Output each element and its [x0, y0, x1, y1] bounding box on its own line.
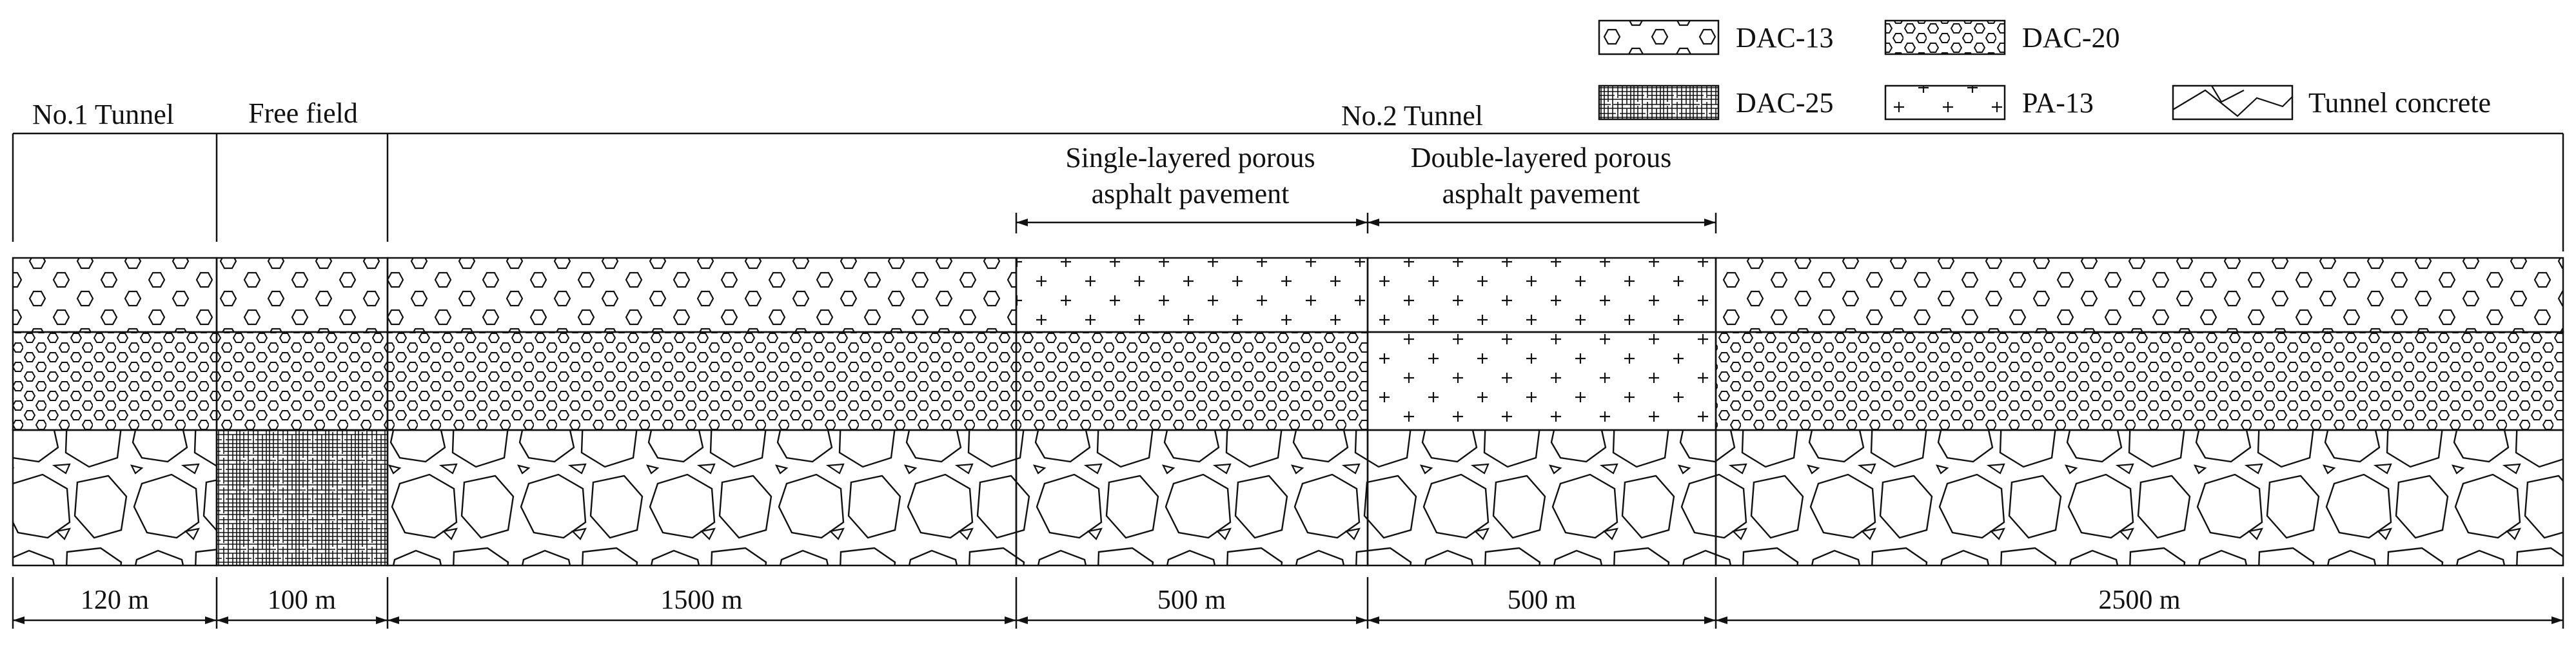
legend-label-pa13: PA-13: [2022, 87, 2094, 119]
layer-bottom-free-field: [215, 429, 389, 567]
header-free-field: Free field: [248, 97, 358, 129]
layer-middle-2500m: [1715, 331, 2564, 431]
legend-label-tunnel-concrete: Tunnel concrete: [2308, 87, 2491, 119]
legend-item-dac25: DAC-25: [1598, 84, 1834, 121]
length-label-double-porous: 500 m: [1508, 585, 1577, 615]
layer-bottom-2500m: [1715, 429, 2564, 567]
legend: DAC-13 DAC-20 DAC-25 PA-13 Tunnel concre…: [1598, 19, 2491, 121]
legend-swatch-tunnel-concrete-mark: [2172, 89, 2293, 117]
legend-swatch-dac25: [1598, 84, 1720, 121]
layer-top-1500m: [386, 257, 1018, 333]
legend-swatch-tunnel-concrete-mark-2: [2211, 85, 2245, 103]
layer-bottom-single-porous: [1015, 429, 1369, 567]
bottom-dimension-lines: [12, 577, 2564, 629]
header-single-layer-line1: Single-layered porous: [1065, 142, 1315, 173]
legend-swatch-pa13: [1884, 84, 2006, 121]
header-single-layer-line2: asphalt pavement: [1092, 178, 1290, 210]
legend-item-tunnel-concrete: Tunnel concrete: [2172, 84, 2491, 121]
pavement-section: [12, 257, 2564, 567]
layer-top-single-porous: [1015, 257, 1369, 333]
length-label-no1-tunnel: 120 m: [81, 585, 150, 615]
layer-top-double-porous: [1366, 257, 1717, 333]
layer-middle-free-field: [215, 331, 389, 431]
header-double-layer-line1: Double-layered porous: [1411, 142, 1671, 173]
layer-bottom-no1-tunnel: [12, 429, 218, 567]
layer-middle-no1-tunnel: [12, 331, 218, 431]
layer-top-free-field: [215, 257, 389, 333]
length-label-1500m: 1500 m: [660, 585, 743, 615]
legend-swatch-tunnel-concrete: [2172, 84, 2294, 121]
header-double-layer-line2: asphalt pavement: [1442, 178, 1640, 210]
segment-lengths: 120 m 100 m 1500 m 500 m 500 m 2500 m: [81, 585, 2181, 615]
section-headers: No.1 Tunnel Free field No.2 Tunnel Singl…: [32, 97, 1671, 210]
layer-top-2500m: [1715, 257, 2564, 333]
header-no2-tunnel: No.2 Tunnel: [1341, 100, 1483, 132]
layer-middle-double-porous: [1366, 331, 1717, 431]
legend-label-dac13: DAC-13: [1736, 22, 1834, 54]
layer-bottom-double-porous: [1366, 429, 1717, 567]
layer-middle-single-porous: [1015, 331, 1369, 431]
top-dimension-arrows: [1016, 219, 1716, 226]
legend-item-dac20: DAC-20: [1884, 19, 2120, 55]
top-dimension-lines: [12, 132, 2564, 251]
length-label-single-porous: 500 m: [1157, 585, 1226, 615]
layer-bottom-1500m: [386, 429, 1018, 567]
layer-middle-1500m: [386, 331, 1018, 431]
legend-item-dac13: DAC-13: [1598, 19, 1834, 55]
layer-top-no1-tunnel: [12, 257, 218, 333]
length-label-2500m: 2500 m: [2098, 585, 2181, 615]
header-no1-tunnel: No.1 Tunnel: [32, 99, 174, 130]
legend-item-pa13: PA-13: [1884, 84, 2094, 121]
legend-swatch-dac13: [1598, 19, 1720, 55]
length-label-free-field: 100 m: [268, 585, 337, 615]
bottom-dimension-arrows: [13, 616, 2563, 624]
legend-swatch-dac20: [1884, 19, 2006, 55]
legend-label-dac25: DAC-25: [1736, 87, 1834, 119]
legend-label-dac20: DAC-20: [2022, 22, 2120, 54]
